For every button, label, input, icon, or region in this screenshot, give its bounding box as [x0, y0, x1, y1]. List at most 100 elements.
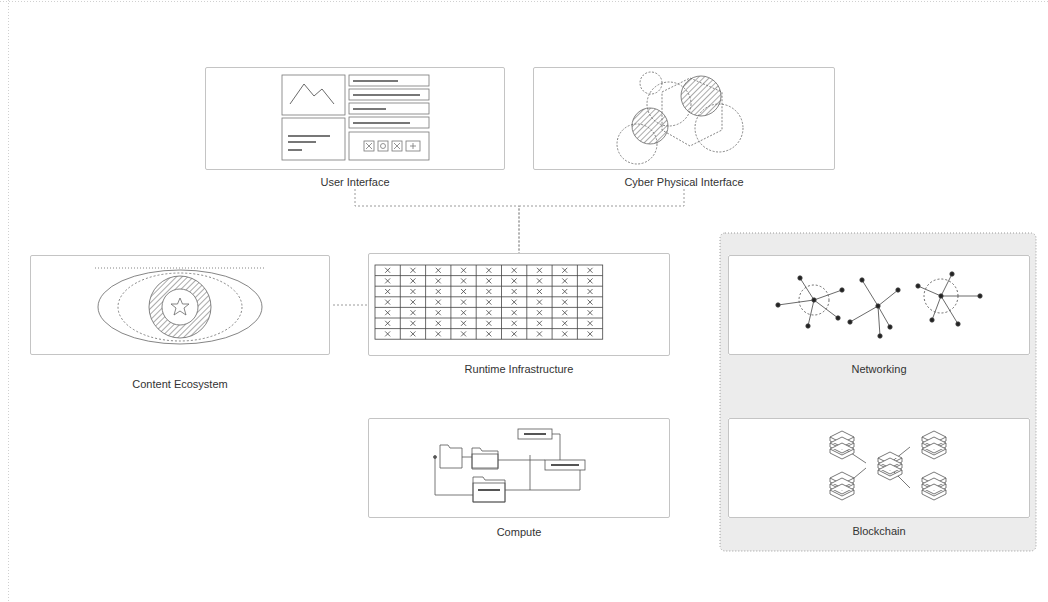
network-link	[878, 306, 880, 336]
grid-mark	[385, 310, 390, 315]
network-hub	[939, 294, 943, 298]
grid-mark	[436, 278, 441, 283]
card-ground	[728, 418, 1030, 518]
grid-mark	[385, 289, 390, 294]
grid-mark	[562, 331, 567, 336]
illustration-stroke	[545, 460, 585, 470]
network-dot	[848, 320, 852, 324]
grid-mark	[588, 321, 593, 326]
grid-mark	[562, 268, 567, 273]
illustration-stroke	[282, 75, 345, 115]
illustration-stroke	[349, 103, 429, 114]
illustration-stroke	[353, 108, 386, 110]
grid-mark	[537, 310, 542, 315]
network-link	[941, 296, 958, 324]
card-label: Runtime Infrastructure	[368, 363, 670, 376]
illustration-stroke	[282, 118, 345, 160]
grid-mark	[562, 310, 567, 315]
illustration-stroke	[640, 72, 662, 94]
illustration-stroke	[435, 434, 580, 495]
illustration-stroke	[349, 75, 429, 86]
network-hub	[812, 298, 816, 302]
component-card: Blockchain	[728, 418, 1030, 538]
grid-mark	[486, 331, 491, 336]
grid-line	[425, 265, 426, 339]
illustration-stroke	[162, 289, 198, 325]
illustration-stroke	[617, 124, 657, 164]
card-frame	[30, 255, 330, 355]
card-label: Blockchain	[728, 525, 1030, 538]
illustration-stroke	[290, 84, 334, 104]
illustration-stroke	[381, 144, 386, 149]
illustration-stroke	[349, 89, 429, 100]
grid-mark	[537, 289, 542, 294]
block-layer	[922, 484, 946, 500]
network-link	[862, 280, 878, 306]
illustration-stroke	[349, 132, 429, 160]
grid-line	[577, 265, 578, 339]
component-card: Cyber Physical Interface	[533, 67, 835, 189]
grid-mark	[461, 289, 466, 294]
network-link	[878, 290, 898, 306]
grid-mark	[588, 331, 593, 336]
card-frame	[533, 67, 835, 170]
grid-mark	[436, 331, 441, 336]
illustration-stroke	[171, 298, 189, 315]
illustration-stroke	[98, 270, 262, 344]
grid-line	[375, 318, 603, 319]
illustration-stroke	[473, 477, 505, 502]
card-frame	[728, 255, 1030, 355]
card-frame	[728, 418, 1030, 518]
illustration-stroke	[681, 76, 721, 116]
card-label: User Interface	[205, 176, 505, 189]
grid-mark	[385, 331, 390, 336]
block-layer	[830, 484, 854, 500]
grid-mark	[410, 310, 415, 315]
grid-mark	[537, 300, 542, 305]
network-link	[808, 300, 814, 326]
network-dot	[776, 303, 780, 307]
grid-line	[552, 265, 553, 339]
card-ground	[205, 67, 505, 170]
grid-mark	[562, 289, 567, 294]
grid-mark	[436, 321, 441, 326]
grid-line	[450, 265, 451, 339]
connector	[519, 189, 684, 253]
card-label: Compute	[368, 526, 670, 539]
component-card: Compute	[368, 418, 670, 539]
grid-mark	[588, 268, 593, 273]
illustration-stroke	[695, 104, 743, 152]
illustration-stroke	[149, 276, 211, 338]
illustration-stroke	[366, 143, 416, 149]
grid-mark	[385, 321, 390, 326]
grid-mark	[461, 310, 466, 315]
grid-mark	[588, 289, 593, 294]
network-link	[878, 306, 890, 327]
grid-mark	[410, 289, 415, 294]
illustration-stroke	[662, 78, 722, 146]
page-frame	[8, 0, 9, 602]
grid-mark	[512, 300, 517, 305]
network-link	[941, 296, 980, 297]
illustration-stroke	[551, 464, 579, 466]
illustration-stroke	[632, 108, 668, 144]
network-link	[814, 300, 838, 318]
grid-line	[400, 265, 401, 339]
network-dot	[956, 322, 960, 326]
compute-illustration	[434, 429, 586, 502]
grid-mark	[537, 278, 542, 283]
network-link	[850, 306, 878, 322]
illustration-stroke	[478, 489, 500, 491]
grid-frame	[375, 265, 603, 339]
network-dot	[806, 324, 810, 328]
network-dot	[888, 325, 892, 329]
illustration-stroke	[353, 122, 410, 124]
network-dot	[860, 278, 864, 282]
grid-mark	[486, 321, 491, 326]
grid-mark	[461, 331, 466, 336]
network-link	[941, 274, 952, 296]
grid-mark	[537, 268, 542, 273]
grid-mark	[410, 278, 415, 283]
